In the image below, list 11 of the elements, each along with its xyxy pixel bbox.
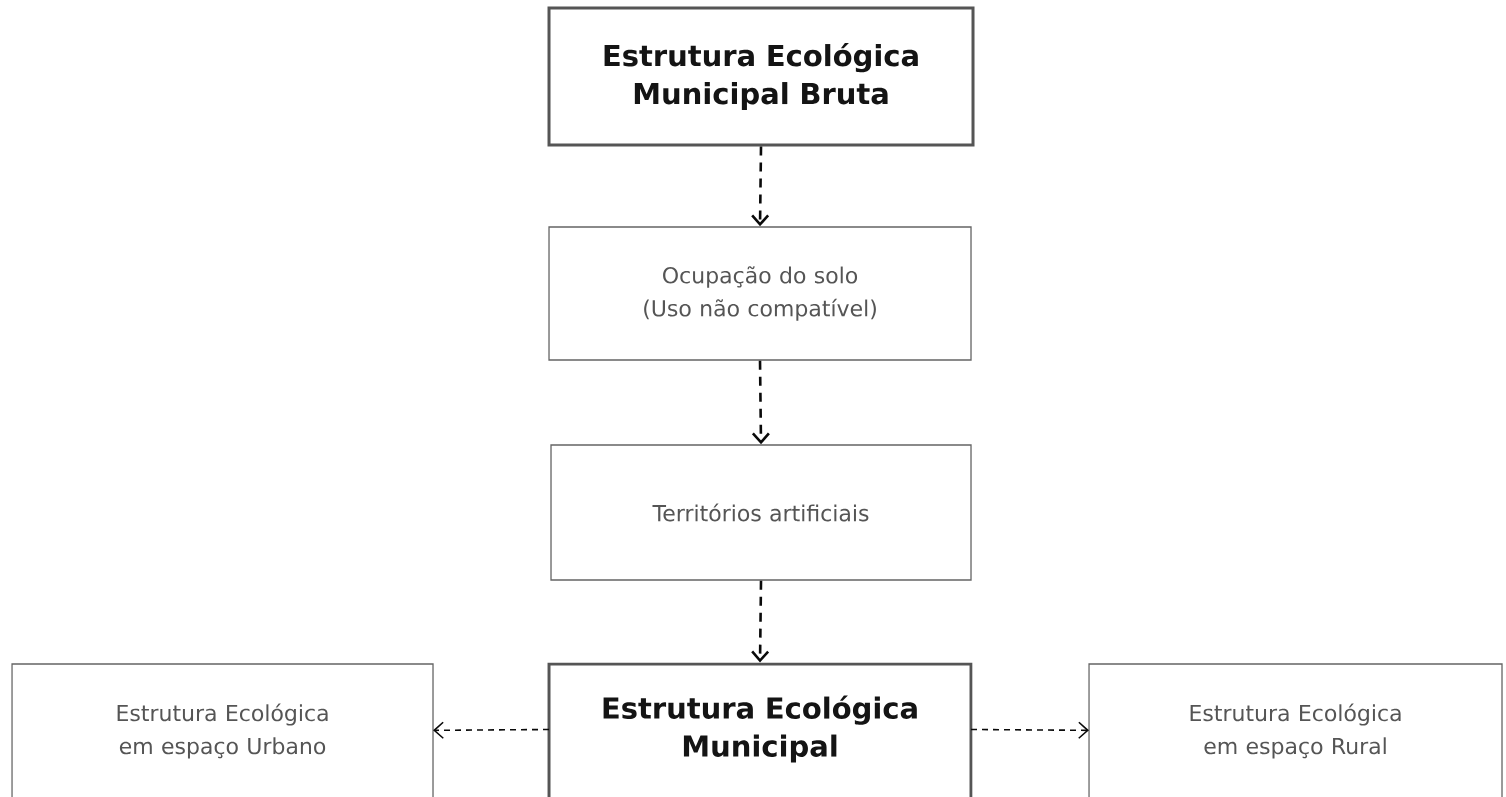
- arrow: [970, 721, 1089, 740]
- process-box: Estrutura Ecológica em espaço Rural: [1088, 663, 1503, 797]
- arrow: [433, 721, 550, 740]
- heading-box: Estrutura Ecológica Municipal Bruta: [547, 6, 975, 147]
- arrow: [751, 146, 770, 227]
- heading-box: Estrutura Ecológica Municipal: [547, 662, 973, 797]
- arrow: [751, 580, 770, 663]
- arrow: [751, 360, 770, 445]
- process-box: Territórios artificiais: [550, 444, 972, 581]
- process-box: Ocupação do solo (Uso não compatível): [548, 226, 972, 361]
- process-box: Estrutura Ecológica em espaço Urbano: [11, 663, 434, 797]
